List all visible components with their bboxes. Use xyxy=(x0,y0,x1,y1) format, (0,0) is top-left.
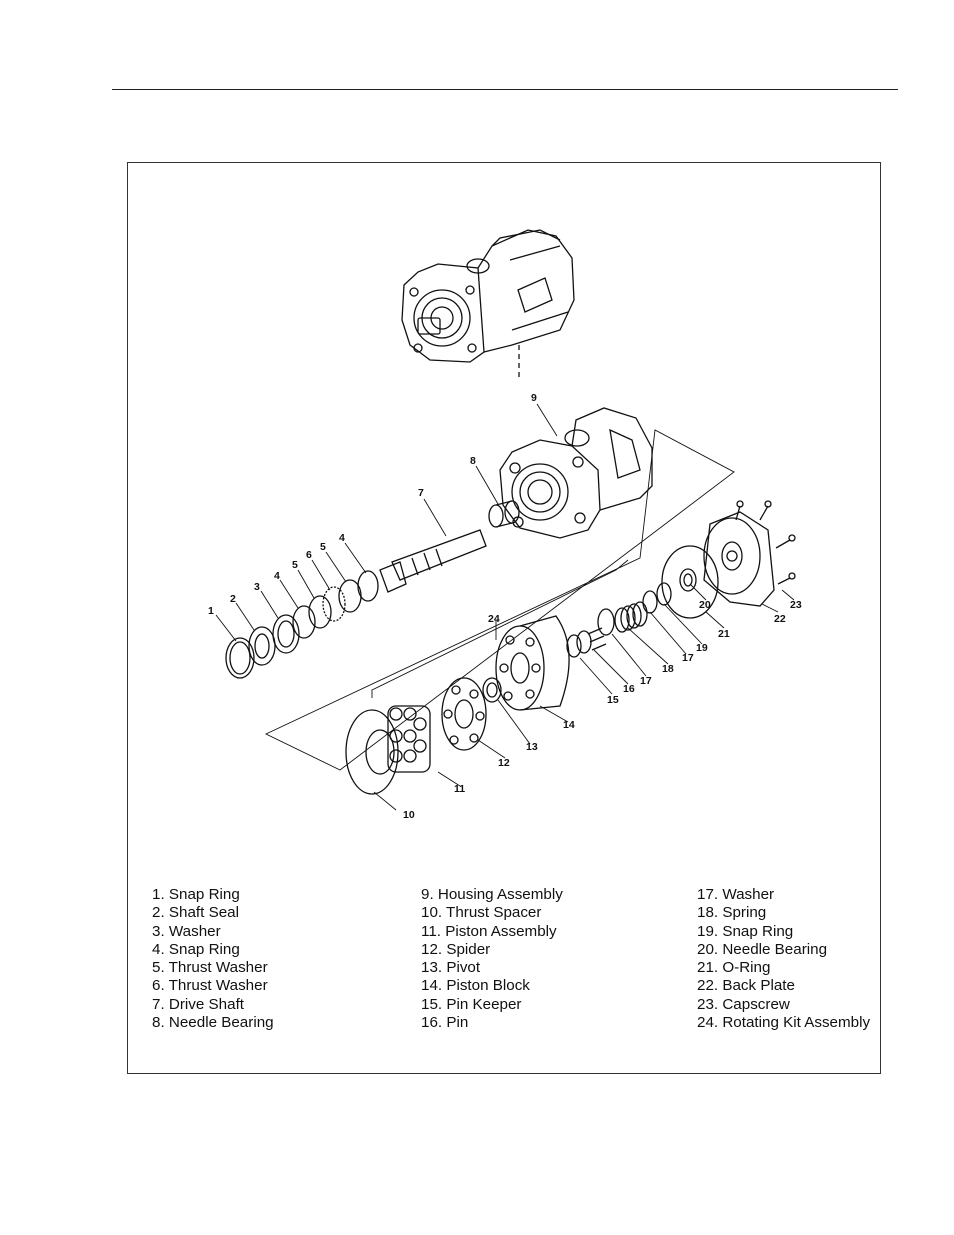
callout-4b: 4 xyxy=(339,532,345,544)
legend-column-2: 9. Housing Assembly 10. Thrust Spacer 11… xyxy=(421,886,563,1032)
legend-item: 24. Rotating Kit Assembly xyxy=(697,1014,871,1032)
legend-item: 5. Thrust Washer xyxy=(152,959,268,977)
legend-item: 2. Shaft Seal xyxy=(152,904,239,922)
pivot-illustration xyxy=(482,677,502,703)
drive-shaft-illustration xyxy=(379,529,487,593)
callout-1: 1 xyxy=(208,605,214,617)
legend-item: 7. Drive Shaft xyxy=(152,995,245,1013)
legend-item: 10. Thrust Spacer xyxy=(421,904,542,922)
piston-block-illustration xyxy=(495,615,570,711)
leader-lines xyxy=(215,403,795,811)
legend-item: 20. Needle Bearing xyxy=(697,940,828,958)
callout-4: 4 xyxy=(274,570,280,582)
callout-17: 17 xyxy=(640,675,652,687)
legend-item: 16. Pin xyxy=(421,1014,469,1032)
callout-16: 16 xyxy=(623,683,635,695)
callout-24: 24 xyxy=(488,613,500,625)
callout-12: 12 xyxy=(498,757,510,769)
legend-item: 22. Back Plate xyxy=(697,977,795,995)
callout-5: 5 xyxy=(292,559,298,571)
callout-7: 7 xyxy=(418,487,424,499)
callout-21: 21 xyxy=(718,628,730,640)
callout-5b: 5 xyxy=(320,541,326,553)
legend-item: 17. Washer xyxy=(697,886,775,903)
callout-11: 11 xyxy=(454,783,465,795)
legend-item: 3. Washer xyxy=(152,922,221,940)
ring-stack-illustration xyxy=(225,570,379,679)
callout-6: 6 xyxy=(306,549,312,561)
spider-illustration xyxy=(441,677,487,751)
legend-item: 18. Spring xyxy=(697,904,767,922)
legend-item: 9. Housing Assembly xyxy=(421,886,563,903)
callout-18: 18 xyxy=(662,663,674,675)
legend-item: 4. Snap Ring xyxy=(152,940,240,958)
callout-22: 22 xyxy=(774,613,786,625)
callout-23: 23 xyxy=(790,599,802,611)
callout-8: 8 xyxy=(470,455,476,467)
legend-item: 15. Pin Keeper xyxy=(421,995,522,1013)
needle-bearing-8-illustration xyxy=(488,500,520,528)
back-plate-illustration xyxy=(703,500,796,607)
callout-15: 15 xyxy=(607,694,619,706)
callout-20: 20 xyxy=(699,599,711,611)
legend-item: 19. Snap Ring xyxy=(697,922,794,940)
callout-17b: 17 xyxy=(682,652,694,664)
legend-item: 8. Needle Bearing xyxy=(152,1014,274,1032)
legend-item: 11. Piston Assembly xyxy=(421,922,557,940)
legend-item: 21. O-Ring xyxy=(697,959,771,977)
callout-10: 10 xyxy=(403,809,415,821)
legend-item: 14. Piston Block xyxy=(421,977,530,995)
legend-item: 12. Spider xyxy=(421,940,491,958)
callout-2: 2 xyxy=(230,593,236,605)
rotating-kit-bracket xyxy=(264,429,735,771)
callout-19: 19 xyxy=(696,642,708,654)
legend-item: 6. Thrust Washer xyxy=(152,977,268,995)
callout-9: 9 xyxy=(531,392,537,404)
legend-item: 23. Capscrew xyxy=(697,995,790,1013)
o-ring-illustration xyxy=(661,545,719,619)
piston-assembly-illustration xyxy=(387,705,431,773)
legend-column-3: 17. Washer 18. Spring 19. Snap Ring 20. … xyxy=(697,886,870,1032)
callout-labels: 1 2 3 4 5 6 5 4 7 8 9 24 10 11 12 13 14 … xyxy=(208,392,802,821)
legend-column-1: 1. Snap Ring 2. Shaft Seal 3. Washer 4. … xyxy=(152,886,274,1032)
thrust-spacer-illustration xyxy=(345,709,399,795)
legend-item: 1. Snap Ring xyxy=(152,886,240,903)
header-rule xyxy=(112,89,898,90)
callout-3: 3 xyxy=(254,581,260,593)
rotating-kit-brace xyxy=(371,559,629,698)
housing-assembly-illustration xyxy=(499,407,653,539)
spring-stack-illustration xyxy=(597,582,672,636)
figure-frame xyxy=(127,162,881,1074)
pin-keeper-illustration xyxy=(566,627,607,658)
legend-item: 13. Pivot xyxy=(421,959,481,977)
assembled-motor-illustration xyxy=(401,229,575,378)
callout-13: 13 xyxy=(526,741,538,753)
callout-14: 14 xyxy=(563,719,575,731)
